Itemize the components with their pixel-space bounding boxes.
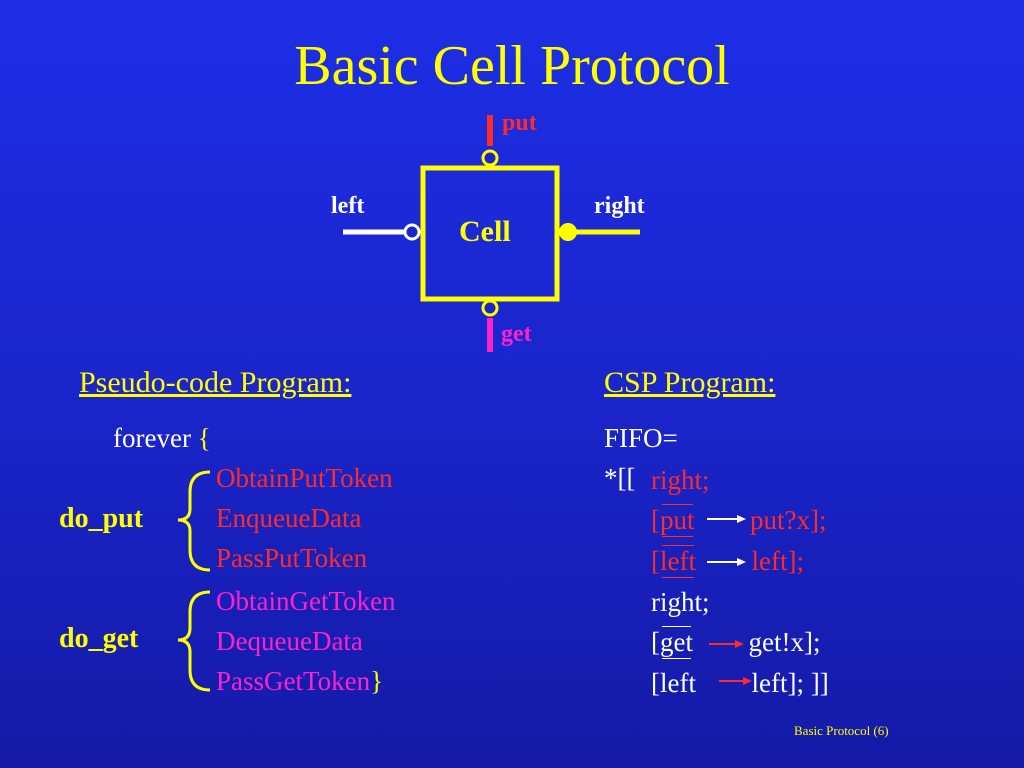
arrow-icon (707, 558, 746, 566)
get-steps: ObtainGetToken DequeueData PassGetToken} (216, 581, 396, 701)
slide-footer: Basic Protocol (6) (794, 723, 889, 738)
get-step: ObtainGetToken (216, 586, 396, 616)
get-guard: get (660, 622, 693, 662)
put-step: EnqueueData (216, 503, 362, 533)
slide-title: Basic Cell Protocol (294, 35, 730, 97)
get-label: get (501, 321, 532, 347)
csp-fifo: FIFO= (604, 423, 678, 453)
forever-keyword: forever (113, 423, 191, 453)
csp-line-2: [put put?x]; (651, 500, 827, 540)
put-step: ObtainPutToken (216, 463, 393, 493)
left-port (403, 223, 421, 241)
cell-box (420, 165, 560, 302)
right-label: right (594, 193, 645, 219)
csp-line-3: [left left]; (651, 541, 804, 581)
csp-star: *[[ (604, 463, 636, 493)
arrow-icon (719, 677, 752, 685)
get-step-last: PassGetToken} (216, 666, 384, 696)
do-get-brace-icon (177, 590, 211, 692)
csp-line-6: [left left]; ]] (651, 668, 829, 698)
left-guard: left (660, 541, 696, 581)
left-label: left (331, 193, 365, 219)
put-step: PassPutToken (216, 543, 368, 573)
csp-line-5: [get get!x]; (651, 622, 820, 662)
csp-line-4: right; (651, 587, 710, 617)
cell-label: Cell (459, 215, 511, 248)
forever-line: forever { (113, 418, 211, 458)
get-step: DequeueData (216, 626, 363, 656)
open-brace: { (197, 423, 211, 453)
put-port (481, 149, 499, 167)
do-get-label: do_get (59, 623, 139, 654)
csp-line-1: right; (651, 465, 710, 495)
do-put-label: do_put (59, 503, 144, 534)
csp-header: CSP Program: (604, 366, 776, 399)
get-port (481, 299, 499, 317)
put-guard: put (660, 500, 695, 540)
pseudo-header: Pseudo-code Program: (79, 366, 352, 399)
arrow-icon (707, 515, 746, 523)
put-steps: ObtainPutToken EnqueueData PassPutToken (216, 458, 393, 578)
right-port (559, 223, 577, 241)
left-guard-2: left (660, 668, 696, 698)
put-label: put (502, 110, 537, 136)
arrow-icon (709, 640, 744, 648)
close-brace: } (370, 666, 384, 696)
do-put-brace-icon (177, 470, 211, 572)
